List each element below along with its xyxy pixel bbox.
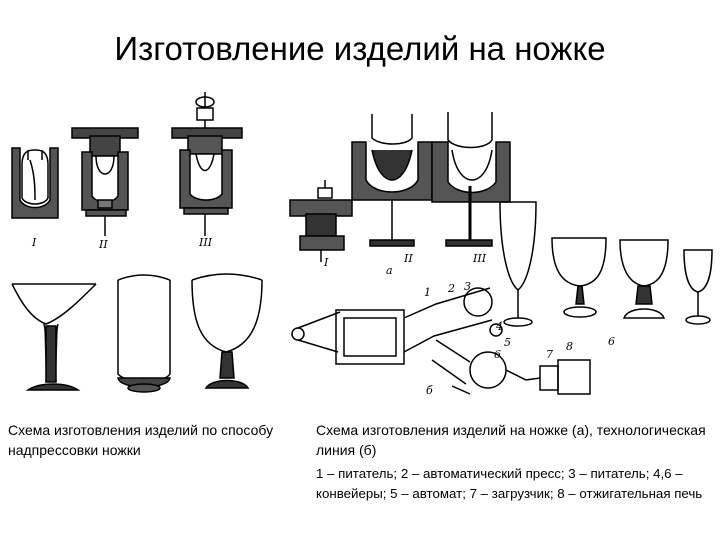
callout-6-a: 6: [608, 335, 615, 348]
production-line: [291, 287, 591, 395]
part-a-stage-label-3: III: [472, 252, 487, 265]
stage-label-2: II: [98, 238, 108, 251]
callout-2: 2: [447, 282, 455, 295]
part-a-stage-2: [351, 114, 433, 247]
right-caption: Схема изготовления изделий на ножке (а),…: [316, 422, 706, 458]
flute-glass: [499, 201, 537, 327]
stage-label-1: I: [31, 236, 37, 249]
short-goblet-glass: [619, 239, 669, 319]
part-a-stage-1: [289, 180, 353, 262]
slide-title: Изготовление изделий на ножке: [114, 30, 606, 67]
stage-label-3: III: [198, 236, 213, 249]
part-a-stage-label-1: I: [323, 256, 329, 269]
callout-5: 5: [504, 336, 511, 349]
tall-wine-glass: [683, 249, 713, 325]
goblet-glass: [551, 237, 607, 318]
legend-text: 1 – питатель; 2 – автоматический пресс; …: [316, 466, 703, 501]
callout-7: 7: [546, 348, 553, 361]
stage-1-mould: [11, 147, 59, 219]
part-a-label: а: [386, 264, 393, 277]
callout-3: 3: [464, 280, 471, 293]
callout-4: 4: [495, 320, 503, 333]
callout-6-b: 6: [494, 348, 501, 361]
tumbler-glass-outline: [117, 274, 171, 393]
stage-3-press: [171, 92, 243, 236]
stage-2-press: [71, 127, 139, 236]
part-b-label: б: [426, 384, 433, 397]
coupe-glass-outline: [11, 283, 97, 391]
part-a-stage-3: [431, 112, 511, 247]
part-a-stage-label-2: II: [403, 252, 413, 265]
callout-8: 8: [566, 340, 573, 353]
wine-glass-outline: [191, 273, 263, 389]
left-caption: Схема изготовления изделий по способу на…: [8, 422, 274, 458]
callout-1: 1: [424, 286, 431, 299]
